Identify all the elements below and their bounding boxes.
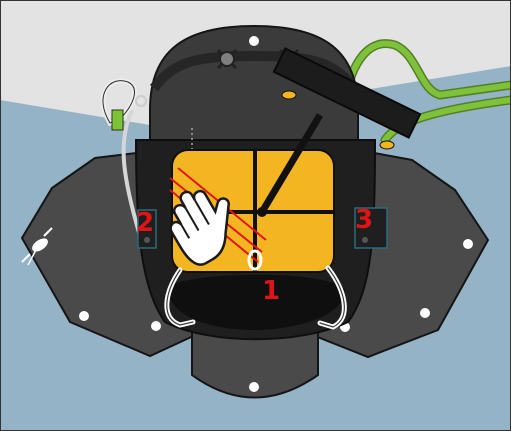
step-label-1: 1 (262, 278, 280, 304)
hood-eyelet (249, 36, 259, 46)
step-label-3: 3 (355, 207, 373, 233)
screw-icon-left (218, 50, 236, 68)
step-label-2: 2 (136, 210, 154, 236)
